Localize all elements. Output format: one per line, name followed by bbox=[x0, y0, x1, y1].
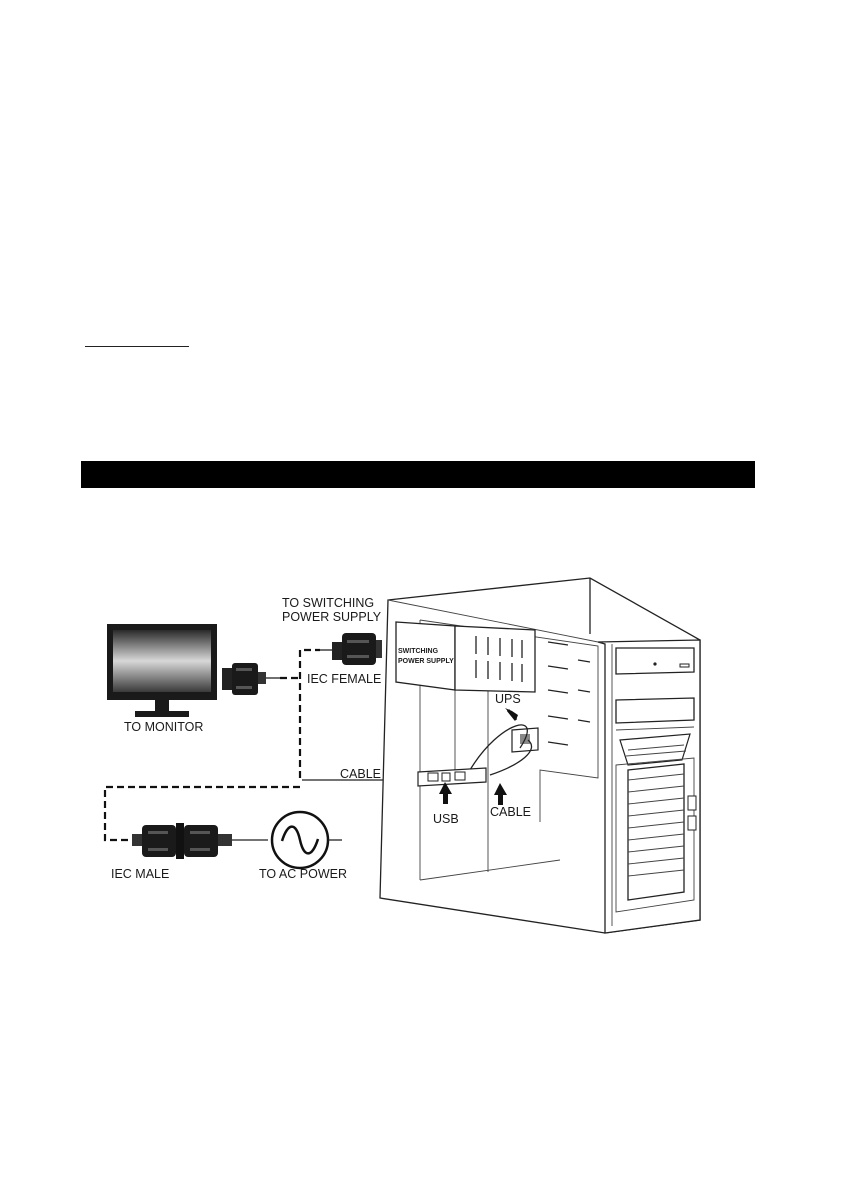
label-cable-left: CABLE bbox=[340, 767, 381, 781]
label-to-monitor: TO MONITOR bbox=[124, 720, 203, 734]
section-header-bar bbox=[81, 461, 755, 488]
ac-power-symbol-icon bbox=[270, 810, 342, 870]
ups-connection-diagram: TO SWITCHING POWER SUPPLY IEC FEMALE TO … bbox=[0, 560, 842, 960]
label-iec-female: IEC FEMALE bbox=[307, 672, 381, 686]
label-psu-line2: POWER SUPPLY bbox=[398, 658, 454, 665]
label-psu-line1: SWITCHING bbox=[398, 648, 439, 655]
label-usb: USB bbox=[433, 812, 459, 826]
label-power-supply: POWER SUPPLY bbox=[282, 610, 382, 624]
iec-female-plug-icon bbox=[320, 633, 382, 665]
ac-cable-dashed bbox=[103, 785, 300, 842]
monitor-icon bbox=[107, 624, 217, 717]
monitor-plug-icon bbox=[222, 663, 280, 695]
iec-male-plug-icon bbox=[132, 823, 268, 859]
label-cable-right: CABLE bbox=[490, 805, 531, 819]
label-to-ac-power: TO AC POWER bbox=[259, 867, 347, 881]
iec-female-cable-dashed bbox=[298, 648, 320, 778]
label-ups: UPS bbox=[495, 692, 521, 706]
label-to-switching: TO SWITCHING bbox=[282, 596, 374, 610]
computer-case-illustration bbox=[379, 577, 701, 934]
label-iec-male: IEC MALE bbox=[111, 867, 169, 881]
underlined-heading-rule bbox=[85, 346, 189, 347]
